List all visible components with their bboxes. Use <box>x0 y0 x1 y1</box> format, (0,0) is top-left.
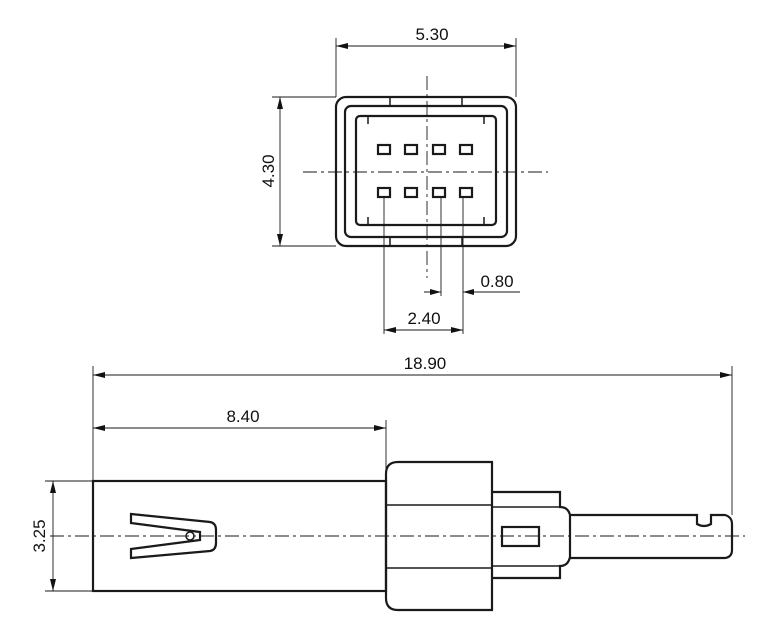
front-view: 5.30 4.30 0.80 2.40 <box>259 25 548 334</box>
housing-notches <box>389 97 463 246</box>
pin-contact <box>403 143 419 156</box>
dim-front-width: 5.30 <box>415 25 448 44</box>
contact-cavity <box>354 114 498 227</box>
dim-overall-length: 18.90 <box>404 354 447 373</box>
connector-window <box>500 525 541 548</box>
side-view: 18.90 8.40 3.25 <box>30 354 745 612</box>
dim-body-length: 8.40 <box>226 407 259 426</box>
arrowhead <box>277 97 283 109</box>
dim-pin-span: 2.40 <box>407 309 440 328</box>
arrowhead <box>451 327 463 333</box>
arrowhead <box>430 289 441 295</box>
arrowhead <box>336 43 348 49</box>
housing-inner-outline <box>343 104 509 239</box>
arrowhead <box>50 579 56 591</box>
dim-front-height: 4.30 <box>259 154 278 187</box>
pin-contact <box>458 186 474 199</box>
flange-housing <box>384 460 494 612</box>
arrowhead <box>374 425 386 431</box>
pin-contact <box>403 186 419 199</box>
arrowhead <box>384 327 396 333</box>
arrowhead <box>720 372 732 378</box>
arrowhead <box>93 372 105 378</box>
pin-contact <box>376 186 392 199</box>
arrowhead <box>463 289 474 295</box>
latch-spring <box>129 512 218 560</box>
probe-tip <box>570 513 734 560</box>
pin-contact <box>431 186 447 199</box>
arrowhead <box>50 481 56 493</box>
arrowhead <box>93 425 105 431</box>
pin-contact <box>376 143 392 156</box>
dim-body-height: 3.25 <box>30 519 49 552</box>
dim-pin-width: 0.80 <box>480 272 513 291</box>
arrowhead <box>277 234 283 246</box>
housing-outer <box>334 95 518 248</box>
cavity-guides <box>367 116 485 225</box>
pin-contact <box>431 143 447 156</box>
pin-contact <box>458 143 474 156</box>
arrowhead <box>504 43 516 49</box>
connector-step <box>492 490 572 580</box>
